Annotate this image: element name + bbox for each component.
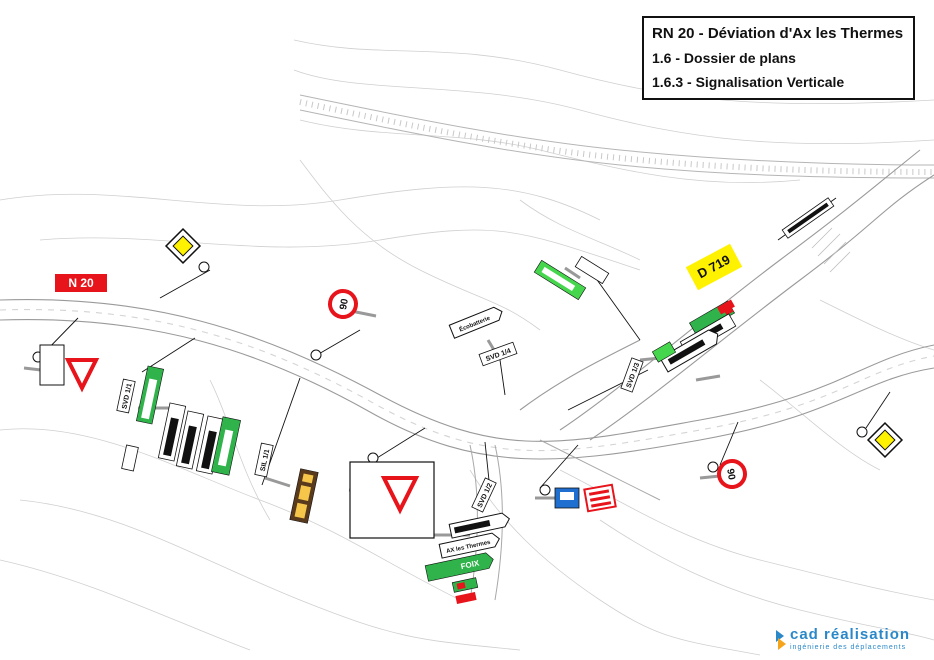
logo-main-text: cad réalisation	[790, 626, 911, 643]
yield-sign-2	[349, 461, 435, 539]
sign-code-label-sil11: SIL 1/1	[254, 442, 274, 478]
road-d719	[519, 149, 934, 441]
direction-sign-group-left	[121, 365, 241, 476]
title-line-3: 1.6.3 - Signalisation Verticale	[652, 74, 845, 90]
speed-limit-value-1: 90	[338, 297, 351, 310]
priority-sign-2	[866, 421, 904, 459]
direction-sign-group-lower: AX les Thermes FOIX	[424, 512, 510, 604]
sign-code-text: SIL 1/1	[260, 449, 272, 473]
speed-limit-sign-1: 90	[328, 289, 358, 319]
green-direction-sign-mid	[533, 259, 587, 301]
speed-limit-value-2: 90	[724, 468, 737, 481]
company-logo: cad réalisation ingénierie des déplaceme…	[776, 626, 921, 656]
sign-code-label-svd11: SVD 1/1	[116, 378, 136, 414]
main-road-n20	[0, 299, 934, 460]
railway	[299, 94, 934, 179]
priority-sign-1	[164, 227, 202, 265]
road-label-n20: N 20	[55, 274, 107, 292]
numbered-markers	[32, 261, 868, 496]
blank-panel	[0, 0, 294, 165]
title-line-2: 1.6 - Dossier de plans	[652, 50, 796, 66]
d719-panel-label	[781, 197, 835, 239]
hatched-zone	[811, 227, 851, 273]
sign-code-label-svd13: SVD 1/3	[620, 357, 644, 393]
sign-code-label-svd14: SVD 1/4	[478, 341, 518, 367]
info-sign-group	[554, 483, 617, 513]
foix-text: FOIX	[460, 558, 481, 571]
logo-mark-icon	[776, 630, 786, 650]
direction-sign-group-right	[651, 299, 737, 373]
yield-sign-1	[39, 344, 100, 393]
ecobatterie-sign: Écobatterie	[448, 306, 503, 339]
speed-limit-sign-2: 90	[717, 459, 747, 489]
title-line-1: RN 20 - Déviation d'Ax les Thermes	[652, 25, 904, 42]
sign-code-label-upper	[574, 255, 610, 285]
tourist-sign	[289, 468, 319, 524]
title-block: RN 20 - Déviation d'Ax les Thermes 1.6 -…	[642, 16, 915, 100]
logo-sub-text: ingénierie des déplacements	[790, 644, 907, 651]
